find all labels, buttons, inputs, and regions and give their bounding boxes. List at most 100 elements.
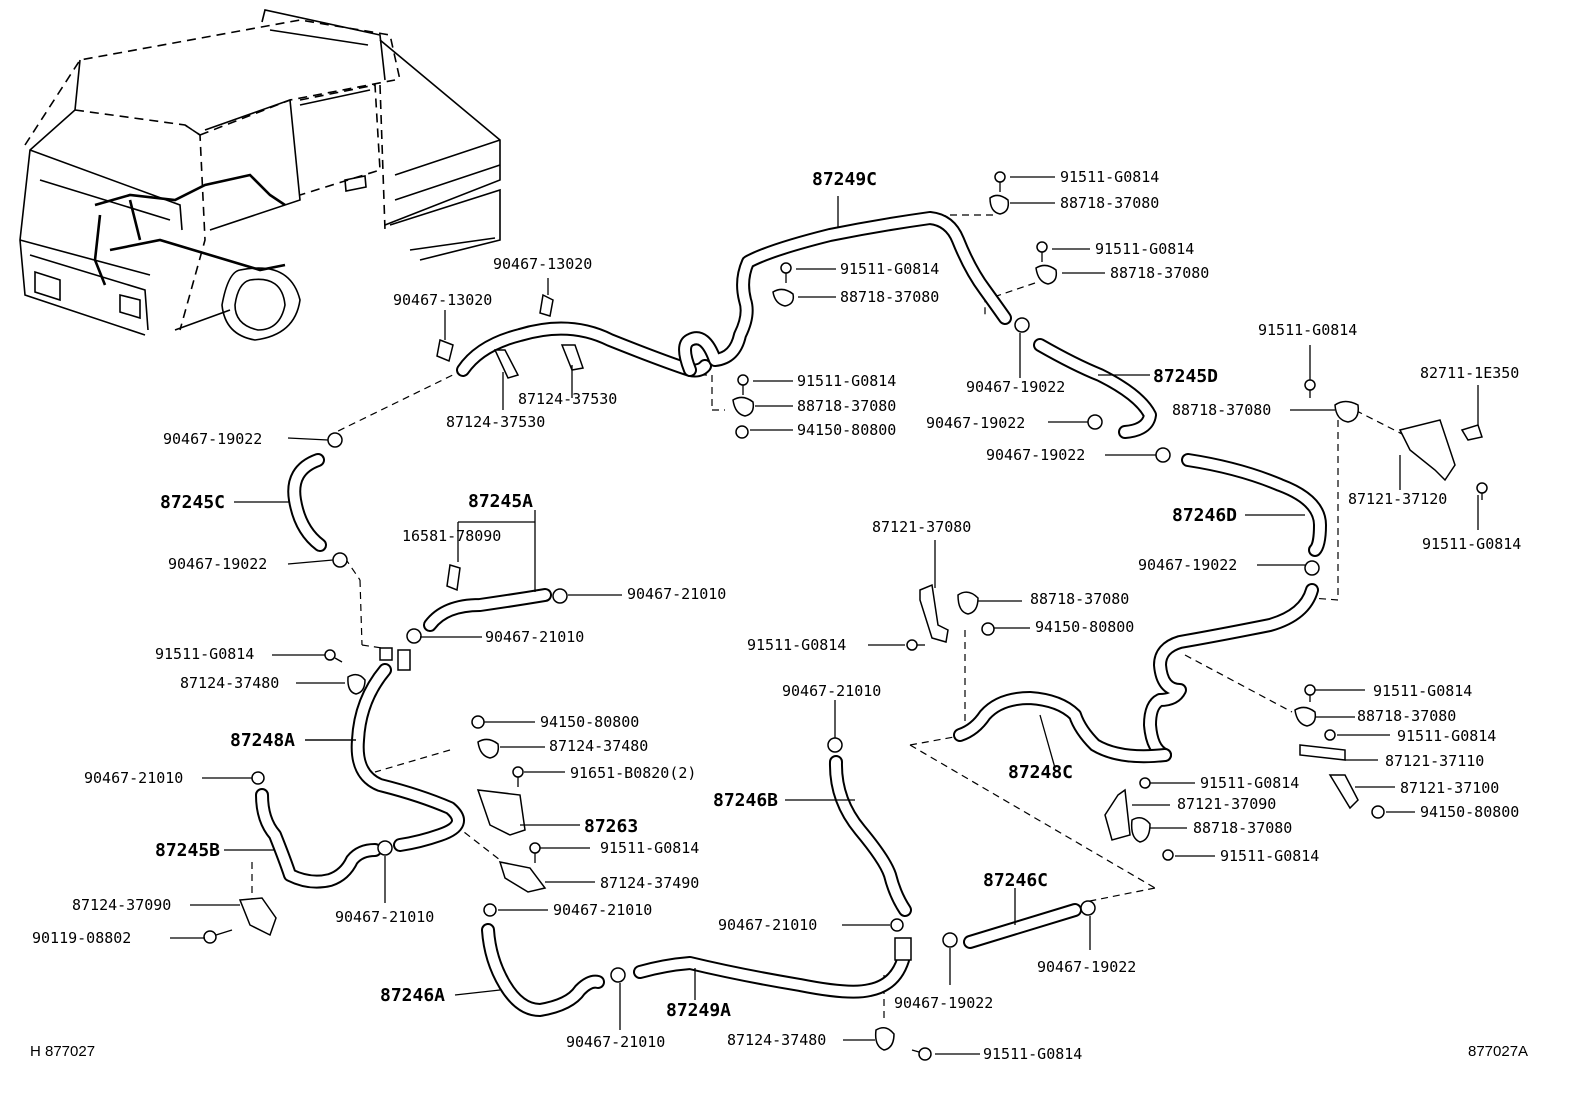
- assy-87249C: 87249C: [812, 169, 877, 190]
- part-label: 91511-G0814: [155, 645, 254, 663]
- clamp-icon: [1035, 264, 1058, 285]
- part-label: 90467-21010: [718, 916, 817, 934]
- part-label: 88718-37080: [840, 288, 939, 306]
- hose-clamp-icon: [942, 932, 958, 948]
- part-label: 90119-08802: [32, 929, 131, 947]
- part-label: 94150-80800: [1420, 803, 1519, 821]
- clamp-icon: [1294, 706, 1317, 727]
- nut-icon: [981, 622, 995, 636]
- part-label: 91511-G0814: [1397, 727, 1496, 745]
- part-label: 88718-37080: [1060, 194, 1159, 212]
- bracket-icon: [498, 861, 547, 893]
- bolt-icon: [324, 649, 343, 663]
- assy-87245B: 87245B: [155, 840, 220, 861]
- clamp-icon: [1334, 400, 1360, 423]
- bolt-icon: [737, 374, 749, 395]
- assy-87245A: 87245A: [468, 491, 533, 512]
- hose-clamp-icon: [827, 737, 843, 753]
- clamp-icon: [477, 738, 500, 759]
- fitting-icon: [894, 937, 912, 961]
- part-label: 90467-21010: [553, 901, 652, 919]
- part-label: 90467-21010: [782, 682, 881, 700]
- clamp-icon: [874, 1027, 895, 1051]
- bracket-icon: [1299, 744, 1346, 761]
- hose-clamp-icon: [377, 840, 393, 856]
- part-label: 87124-37480: [727, 1031, 826, 1049]
- part-label: 87121-37120: [1348, 490, 1447, 508]
- part-label: 91511-G0814: [983, 1045, 1082, 1063]
- part-label: 87124-37530: [518, 390, 617, 408]
- assy-87248C: 87248C: [1008, 762, 1073, 783]
- hose-clamp-icon: [251, 771, 265, 785]
- part-label: 90467-13020: [493, 255, 592, 273]
- bracket-icon: [1328, 774, 1359, 810]
- part-label: 82711-1E350: [1420, 364, 1519, 382]
- diagram-id-left: H 877027: [30, 1043, 95, 1060]
- hose-clamp-icon: [1087, 414, 1103, 430]
- part-label: 91511-G0814: [797, 372, 896, 390]
- part-label: 94150-80800: [797, 421, 896, 439]
- part-label: 90467-13020: [393, 291, 492, 309]
- clip-icon: [539, 293, 554, 317]
- hose-clamp-icon: [483, 903, 497, 917]
- bolt-icon: [203, 929, 233, 944]
- hose-clamp-icon: [332, 552, 348, 568]
- part-label: 94150-80800: [1035, 618, 1134, 636]
- bolt-icon: [1304, 379, 1316, 398]
- part-label: 91511-G0814: [840, 260, 939, 278]
- part-label: 91651-B0820(2): [570, 764, 696, 782]
- part-label: 90467-19022: [966, 378, 1065, 396]
- bolt-icon: [1162, 849, 1174, 861]
- clip-icon: [1460, 424, 1483, 441]
- part-label: 91511-G0814: [1095, 240, 1194, 258]
- bolt-icon: [911, 1047, 932, 1061]
- bracket-icon: [560, 344, 584, 371]
- part-label: 90467-19022: [894, 994, 993, 1012]
- bolt-icon: [994, 171, 1006, 192]
- hose-clamp-icon: [1304, 560, 1320, 576]
- part-label: 91511-G0814: [1220, 847, 1319, 865]
- leader-lines: [170, 176, 1479, 1055]
- assy-87246D: 87246D: [1172, 505, 1237, 526]
- part-label: 87124-37530: [446, 413, 545, 431]
- assy-87245D: 87245D: [1153, 366, 1218, 387]
- labels: 87249C 87245D 87245C 87245A 87246D 87248…: [30, 168, 1528, 1063]
- bolt-icon: [1324, 729, 1336, 741]
- hose-clamp-icon: [610, 967, 626, 983]
- clamp-icon: [732, 396, 755, 417]
- hoses: [255, 211, 1327, 1017]
- part-label: 88718-37080: [1030, 590, 1129, 608]
- hose-clamp-icon: [1155, 447, 1171, 463]
- part-label: 91511-G0814: [600, 839, 699, 857]
- part-label: 94150-80800: [540, 713, 639, 731]
- part-label: 91511-G0814: [1200, 774, 1299, 792]
- part-label: 16581-78090: [402, 527, 501, 545]
- bolt-icon: [1304, 684, 1316, 702]
- part-glyphs: [203, 171, 1488, 1061]
- bolt-icon: [1139, 777, 1151, 789]
- part-label: 90467-21010: [84, 769, 183, 787]
- clamp-icon: [1130, 817, 1151, 843]
- part-label: 90467-21010: [566, 1033, 665, 1051]
- part-label: 88718-37080: [1110, 264, 1209, 282]
- part-label: 90467-19022: [163, 430, 262, 448]
- hose-clamp-icon: [552, 588, 568, 604]
- part-label: 87121-37100: [1400, 779, 1499, 797]
- assy-87245C: 87245C: [160, 492, 225, 513]
- hose-clamp-icon: [406, 628, 422, 644]
- assy-87248A: 87248A: [230, 730, 295, 751]
- diagram-id-right: 877027A: [1468, 1043, 1528, 1060]
- hose-clamp-icon: [1080, 900, 1096, 916]
- part-label: 91511-G0814: [1373, 682, 1472, 700]
- dashed-connections: [251, 214, 1411, 1020]
- bracket-icon: [493, 349, 520, 379]
- part-label: 87124-37490: [600, 874, 699, 892]
- clamp-icon: [772, 288, 795, 307]
- assy-87249A: 87249A: [666, 1000, 731, 1021]
- part-label: 88718-37080: [797, 397, 896, 415]
- part-label: 91511-G0814: [1060, 168, 1159, 186]
- truck-illustration: [19, 9, 501, 341]
- part-label: 87121-37110: [1385, 752, 1484, 770]
- part-label: 88718-37080: [1172, 401, 1271, 419]
